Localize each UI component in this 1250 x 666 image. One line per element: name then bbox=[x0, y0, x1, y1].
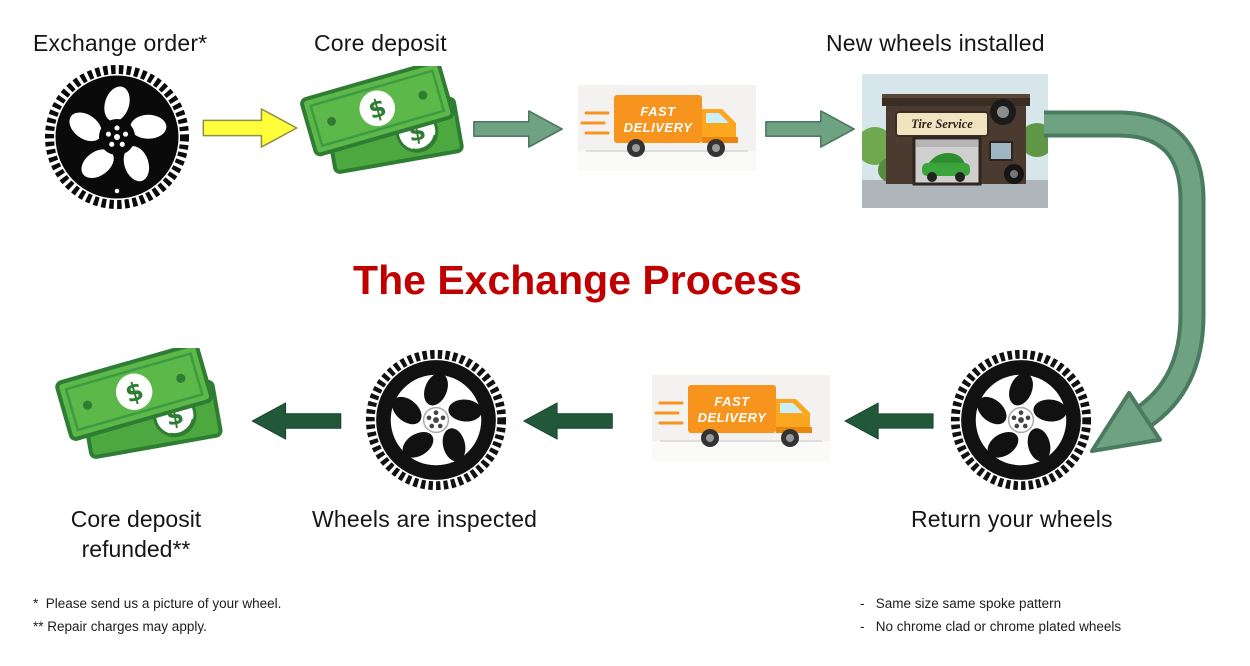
label-core-deposit: Core deposit bbox=[314, 30, 447, 56]
label-return-your-wheels: Return your wheels bbox=[911, 506, 1113, 532]
diagram-title: The Exchange Process bbox=[353, 257, 802, 303]
footnote-same-size: - Same size same spoke pattern bbox=[860, 596, 1062, 611]
truck-text-line2: DELIVERY bbox=[624, 120, 694, 135]
return-wheel-icon bbox=[948, 347, 1094, 493]
money-icon-refund: $ $ bbox=[48, 348, 230, 484]
truck-text-line2: DELIVERY bbox=[698, 410, 768, 425]
label-core-deposit-refunded-line2: refunded** bbox=[81, 536, 191, 562]
dark-green-arrow-icon-2 bbox=[522, 402, 614, 440]
label-wheels-are-inspected: Wheels are inspected bbox=[312, 506, 538, 532]
delivery-truck-icon-top: FAST DELIVERY bbox=[578, 85, 756, 171]
inspected-wheel-icon bbox=[363, 347, 509, 493]
black-wheel-icon-svg bbox=[45, 65, 189, 209]
dark-green-arrow-icon-3 bbox=[844, 402, 934, 440]
delivery-truck-icon-bottom: FAST DELIVERY bbox=[652, 375, 830, 461]
green-arrow-icon-2 bbox=[765, 110, 855, 148]
label-new-wheels-installed: New wheels installed bbox=[826, 30, 1045, 56]
money-icon-deposit: $ $ bbox=[293, 66, 471, 198]
label-core-deposit-refunded-line1: Core deposit bbox=[70, 506, 202, 532]
footnote-picture-of-wheel: * Please send us a picture of your wheel… bbox=[33, 596, 282, 611]
tire-shop-illustration: Tire Service bbox=[862, 74, 1048, 208]
footnote-repair-charges: ** Repair charges may apply. bbox=[33, 619, 207, 634]
yellow-arrow-icon bbox=[202, 108, 298, 148]
green-arrow-icon-1 bbox=[473, 110, 563, 148]
truck-text-line1: FAST bbox=[640, 104, 676, 119]
shop-sign-text: Tire Service bbox=[911, 117, 973, 131]
truck-text-line1: FAST bbox=[714, 394, 750, 409]
black-wheel-icon bbox=[42, 62, 192, 212]
dark-green-arrow-icon-1 bbox=[249, 402, 344, 440]
label-core-deposit-refunded: Core deposit refunded** bbox=[25, 504, 247, 564]
footnote-no-chrome: - No chrome clad or chrome plated wheels bbox=[860, 619, 1122, 634]
label-exchange-order: Exchange order* bbox=[33, 30, 208, 56]
